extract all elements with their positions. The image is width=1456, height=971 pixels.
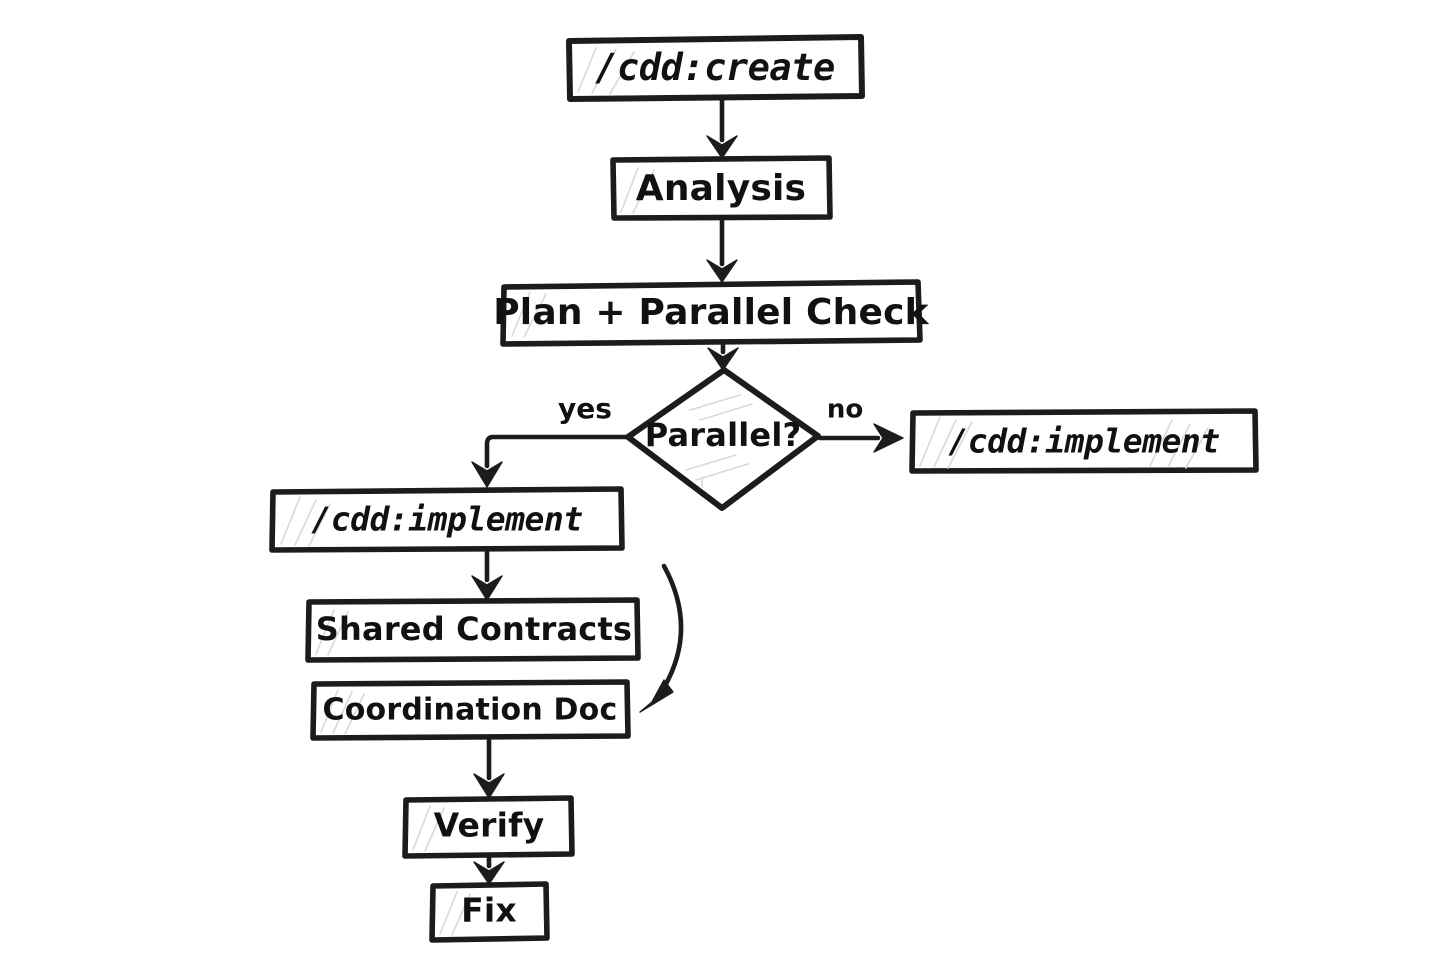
arrowhead-icon — [473, 861, 505, 885]
node-shading — [320, 689, 365, 735]
node-parallel-shape — [625, 367, 821, 511]
arrowhead-icon — [873, 423, 904, 453]
node-shading — [280, 496, 331, 547]
node-implement-no[interactable]: /cdd:implement — [909, 408, 1259, 474]
edge-label-no: no — [827, 395, 863, 425]
arrowhead-icon — [471, 575, 503, 601]
node-plan-label: Plan + Parallel Check — [493, 292, 929, 333]
node-coordination-doc-shape — [310, 679, 631, 741]
node-coordination-doc[interactable]: Coordination Doc — [310, 679, 631, 741]
node-create[interactable]: /cdd:create — [566, 34, 865, 102]
node-parallel[interactable]: Parallel? — [625, 367, 821, 511]
arrowhead-icon — [706, 135, 738, 159]
node-shading — [685, 394, 753, 488]
edge-analysis-plan — [706, 216, 738, 283]
node-implement-yes[interactable]: /cdd:implement — [269, 486, 625, 553]
node-analysis-label: Analysis — [636, 168, 806, 209]
node-shading — [315, 609, 349, 656]
node-verify-label: Verify — [434, 806, 545, 845]
edge-coordination-verify — [473, 737, 505, 799]
node-plan[interactable]: Plan + Parallel Check — [493, 279, 929, 347]
edge-parallel-implement-yes: yes — [471, 392, 630, 488]
node-coordination-doc-label: Coordination Doc — [323, 693, 618, 728]
node-shading — [511, 291, 547, 338]
node-shared-contracts[interactable]: Shared Contracts — [305, 597, 641, 663]
arrowhead-icon — [473, 773, 505, 799]
edge-implement-coordination — [639, 563, 684, 713]
node-shading — [577, 47, 635, 95]
node-fix[interactable]: Fix — [429, 881, 550, 943]
node-fix-label: Fix — [461, 891, 517, 930]
arrowhead-icon — [639, 679, 674, 713]
node-shading — [919, 416, 1209, 469]
edge-verify-fix — [473, 854, 505, 885]
edge-parallel-implement-no: no — [817, 395, 904, 453]
node-analysis-shape — [610, 155, 833, 221]
node-implement-yes-shape — [269, 486, 625, 553]
node-create-shape — [566, 34, 865, 102]
edge-create-analysis — [706, 97, 738, 159]
arrowhead-icon — [707, 347, 739, 371]
edge-plan-parallel — [707, 342, 739, 371]
node-analysis[interactable]: Analysis — [610, 155, 833, 221]
arrowhead-icon — [471, 461, 503, 488]
node-create-label: /cdd:create — [595, 46, 835, 89]
arrowhead-icon — [706, 259, 738, 283]
node-fix-shape — [429, 881, 550, 943]
node-parallel-label: Parallel? — [645, 416, 802, 454]
node-shading — [620, 167, 655, 214]
node-shading — [439, 891, 471, 936]
edge-implement-shared — [471, 547, 503, 601]
node-shared-contracts-shape — [305, 597, 641, 663]
node-implement-no-label: /cdd:implement — [948, 422, 1219, 461]
node-implement-yes-label: /cdd:implement — [311, 500, 582, 539]
node-plan-shape — [500, 279, 923, 347]
node-verify[interactable]: Verify — [402, 795, 575, 859]
node-shading — [412, 805, 445, 852]
edge-label-yes: yes — [558, 392, 612, 425]
node-verify-shape — [402, 795, 575, 859]
node-shared-contracts-label: Shared Contracts — [316, 610, 632, 648]
